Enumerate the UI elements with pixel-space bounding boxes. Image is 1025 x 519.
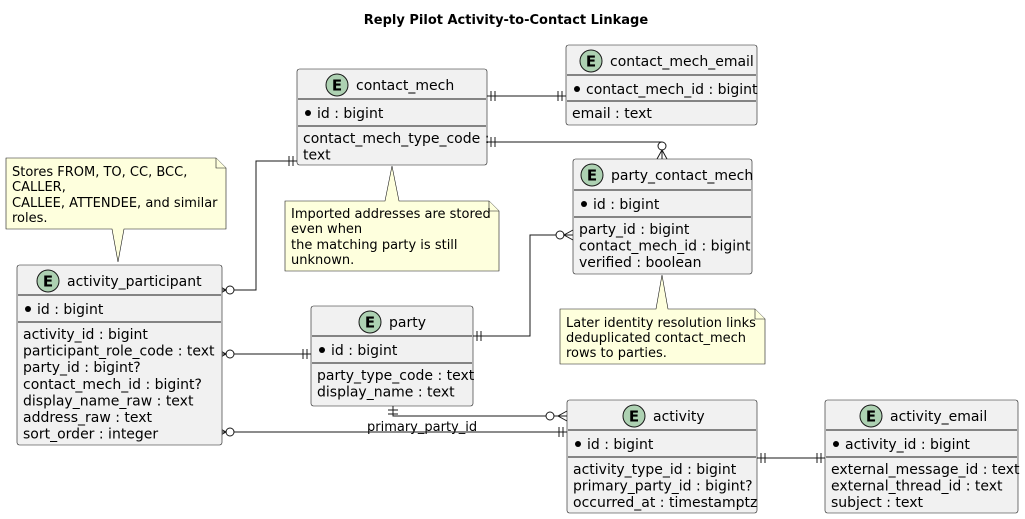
- entity-badge-icon: [622, 404, 646, 428]
- entity-name: activity_participant: [67, 274, 202, 290]
- entity-key-field: id : bigint: [593, 197, 660, 213]
- entity-badge-letter: E: [586, 53, 596, 71]
- entity-field: sort_order : integer: [23, 427, 158, 443]
- key-bullet-icon: [575, 441, 581, 447]
- entity-field: subject : text: [831, 495, 924, 511]
- note-imported: Imported addresses are stored even when …: [284, 165, 500, 272]
- entity-badge-letter: E: [43, 273, 53, 291]
- entity-field: email : text: [572, 106, 652, 122]
- note-roles: Stores FROM, TO, CC, BCC, CALLER, CALLEE…: [5, 157, 227, 263]
- entity-name: contact_mech_email: [610, 54, 754, 70]
- entity-field: contact_mech_id : bigint: [579, 239, 751, 255]
- entity-key-field: id : bigint: [37, 302, 104, 318]
- note-roles-line: CALLEE, ATTENDEE, and similar: [12, 196, 218, 211]
- note-roles-line: roles.: [12, 211, 48, 226]
- entity-box: [565, 44, 758, 126]
- entity-badge-letter: E: [866, 408, 876, 426]
- key-bullet-icon: [581, 201, 587, 207]
- entity-field: external_message_id : text: [831, 462, 1020, 478]
- entity-key-field: contact_mech_id : bigint: [586, 82, 758, 98]
- entity-field: party_id : bigint?: [23, 360, 141, 376]
- entity-name: party_contact_mech: [611, 168, 753, 184]
- entity-badge-icon: [325, 73, 349, 97]
- entity-badge-icon: [579, 49, 603, 73]
- relation-party-to-party-contact-mech: [473, 229, 574, 341]
- entity-field: display_name_raw : text: [23, 393, 194, 409]
- entity-badge-letter: E: [365, 314, 375, 332]
- note-imported-line: even when: [291, 222, 362, 237]
- entity-badge-icon: [358, 310, 382, 334]
- note-roles-line: CALLER,: [12, 180, 66, 195]
- entity-key-field: id : bigint: [587, 437, 654, 453]
- entity-box: [16, 264, 223, 446]
- note-imported-line: Imported addresses are stored: [291, 207, 491, 222]
- entity-field: address_raw : text: [23, 410, 153, 426]
- entity-field: verified : boolean: [579, 255, 701, 271]
- entity-key-field: id : bigint: [331, 343, 398, 359]
- note-identity-line: deduplicated contact_mech: [566, 331, 746, 346]
- entity-badge-letter: E: [629, 408, 639, 426]
- entity-field: contact_mech_type_code :: [303, 131, 489, 147]
- entity-name: party: [389, 315, 426, 331]
- entity-key-field: activity_id : bigint: [845, 437, 970, 453]
- entity-name: activity: [653, 409, 705, 425]
- key-bullet-icon: [319, 347, 325, 353]
- entity-badge-letter: E: [587, 167, 597, 185]
- diagram-title: Reply Pilot Activity-to-Contact Linkage: [364, 13, 649, 28]
- key-bullet-icon: [833, 441, 839, 447]
- entity-field: text: [303, 148, 331, 164]
- entity-field: activity_id : bigint: [23, 327, 148, 343]
- key-bullet-icon: [305, 110, 311, 116]
- relationships: primary_party_id: [216, 91, 825, 463]
- key-bullet-icon: [574, 86, 580, 92]
- entity-badge-icon: [859, 404, 883, 428]
- primary-party-label: primary_party_id: [367, 420, 477, 435]
- entity-box: [310, 305, 474, 407]
- entity-field: external_thread_id : text: [831, 479, 1003, 495]
- relation-activity-to-participant: [216, 426, 567, 438]
- key-bullet-icon: [25, 306, 31, 312]
- entity-field: party_id : bigint: [579, 222, 690, 238]
- entity-key-field: id : bigint: [317, 106, 384, 122]
- relation-contact-mech-to-email: [487, 91, 566, 101]
- note-identity-line: Later identity resolution links: [566, 316, 756, 331]
- entity-badge-icon: [36, 269, 60, 293]
- entity-badge-letter: E: [332, 77, 342, 95]
- entity-field: activity_type_id : bigint: [573, 462, 737, 478]
- entity-field: party_type_code : text: [317, 368, 475, 384]
- relation-party-to-activity: primary_party_id: [367, 406, 568, 435]
- relation-activity-to-email: [757, 453, 825, 463]
- relation-contact-mech-to-party-contact-mech: [487, 137, 668, 160]
- entity-field: occurred_at : timestamptz: [573, 495, 757, 511]
- entity-name: activity_email: [890, 409, 987, 425]
- note-identity: Later identity resolution links deduplic…: [559, 274, 766, 365]
- entity-name: contact_mech: [356, 78, 454, 94]
- entity-field: primary_party_id : bigint?: [573, 479, 753, 495]
- entity-field: participant_role_code : text: [23, 344, 215, 360]
- note-imported-line: the matching party is still: [291, 238, 458, 253]
- note-roles-line: Stores FROM, TO, CC, BCC,: [12, 165, 187, 180]
- note-imported-line: unknown.: [291, 253, 354, 268]
- entity-field: display_name : text: [317, 385, 455, 401]
- note-identity-line: rows to parties.: [566, 346, 667, 361]
- entity-badge-icon: [580, 163, 604, 187]
- entity-field: contact_mech_id : bigint?: [23, 377, 202, 393]
- relation-party-to-participant: [216, 348, 311, 360]
